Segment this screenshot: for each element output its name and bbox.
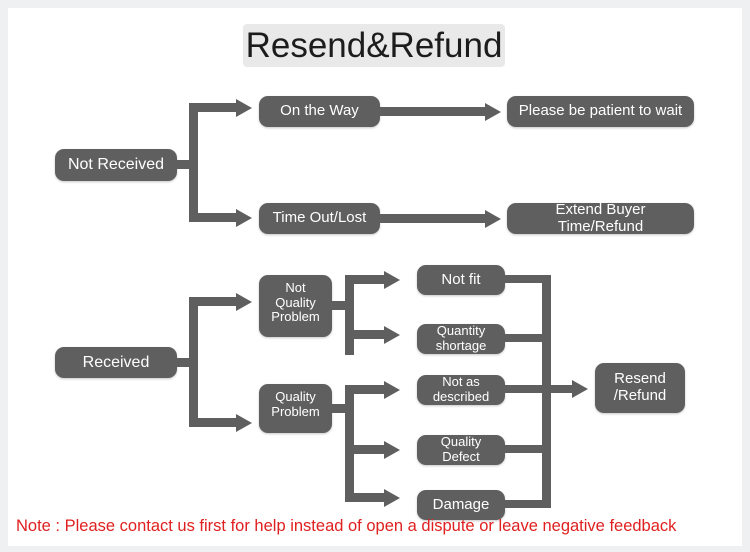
node-not-quality-problem-line-2: Quality [275, 294, 316, 310]
connector-bus-to-resend-refund [542, 385, 572, 393]
canvas-frame-bottom [0, 546, 750, 552]
canvas-frame-left [0, 0, 8, 552]
node-received[interactable]: Received [55, 347, 177, 378]
connector-merge-damage [505, 500, 551, 508]
connector-not-quality-line [189, 297, 236, 306]
connector-on-the-way-line [189, 103, 236, 112]
arrow-extend-buyer-time [485, 209, 501, 228]
node-not-quality-problem-line-1: Not [285, 280, 306, 295]
node-time-out-lost[interactable]: Time Out/Lost [259, 203, 380, 234]
arrow-not-as-described [384, 380, 400, 399]
connector-damage-line [345, 493, 384, 502]
node-not-quality-problem[interactable]: Not Quality Problem [259, 275, 332, 337]
arrow-quality-defect [384, 440, 400, 459]
connector-merge-not-as-described [505, 385, 551, 393]
node-quality-problem-line-2: Problem [271, 403, 320, 419]
connector-on-the-way-to-outcome [380, 107, 485, 116]
node-please-be-patient-to-wait[interactable]: Please be patient to wait [507, 96, 694, 127]
node-resend-refund-line-2: /Refund [613, 386, 667, 404]
node-not-quality-problem-line-3: Problem [271, 309, 320, 325]
node-not-received[interactable]: Not Received [55, 149, 177, 181]
connector-merge-not-fit [505, 275, 551, 283]
arrow-quality-problem [236, 413, 252, 432]
canvas-frame-right [742, 0, 750, 552]
arrow-quantity-shortage [384, 325, 400, 344]
node-quality-problem-line-1: Quality [275, 389, 316, 404]
arrow-resend-refund [572, 380, 588, 398]
arrow-damage [384, 488, 400, 507]
connector-merge-quality-defect [505, 445, 551, 453]
connector-time-out-to-outcome [380, 214, 485, 223]
arrow-not-fit [384, 270, 400, 289]
page-title: Resend&Refund [243, 24, 505, 67]
connector-nqp-stem [332, 301, 349, 310]
node-on-the-way[interactable]: On the Way [259, 96, 380, 127]
connector-not-received-stem [177, 160, 195, 169]
node-resend-refund[interactable]: Resend /Refund [595, 363, 685, 413]
arrow-not-quality-problem [236, 292, 252, 311]
note-text: Note : Please contact us first for help … [16, 517, 677, 535]
connector-received-stem [177, 358, 195, 367]
node-damage[interactable]: Damage [417, 490, 505, 520]
node-quality-problem[interactable]: Quality Problem [259, 384, 332, 433]
connector-qp-stem [332, 404, 349, 413]
arrow-on-the-way [236, 98, 252, 117]
connector-qp-splitter [345, 385, 354, 502]
connector-not-received-splitter [189, 103, 198, 222]
connector-merge-quantity-shortage [505, 334, 551, 342]
connector-quality-line [189, 418, 236, 427]
connector-received-splitter [189, 297, 198, 427]
node-quantity-shortage[interactable]: Quantity shortage [417, 324, 505, 354]
connector-quality-defect-line [345, 445, 384, 454]
connector-nqp-splitter [345, 275, 354, 355]
node-resend-refund-line-1: Resend [614, 370, 666, 387]
connector-not-fit-line [345, 275, 384, 284]
connector-not-as-described-line [345, 385, 384, 394]
node-not-fit[interactable]: Not fit [417, 265, 505, 295]
node-extend-buyer-time-refund[interactable]: Extend Buyer Time/Refund [507, 201, 694, 234]
canvas-frame-top [0, 0, 750, 8]
arrow-please-be-patient [485, 102, 501, 121]
node-not-as-described[interactable]: Not as described [417, 375, 505, 405]
node-quality-defect[interactable]: Quality Defect [417, 435, 505, 465]
connector-quantity-shortage-line [345, 330, 384, 339]
arrow-time-out [236, 208, 252, 227]
connector-time-out-line [189, 213, 236, 222]
